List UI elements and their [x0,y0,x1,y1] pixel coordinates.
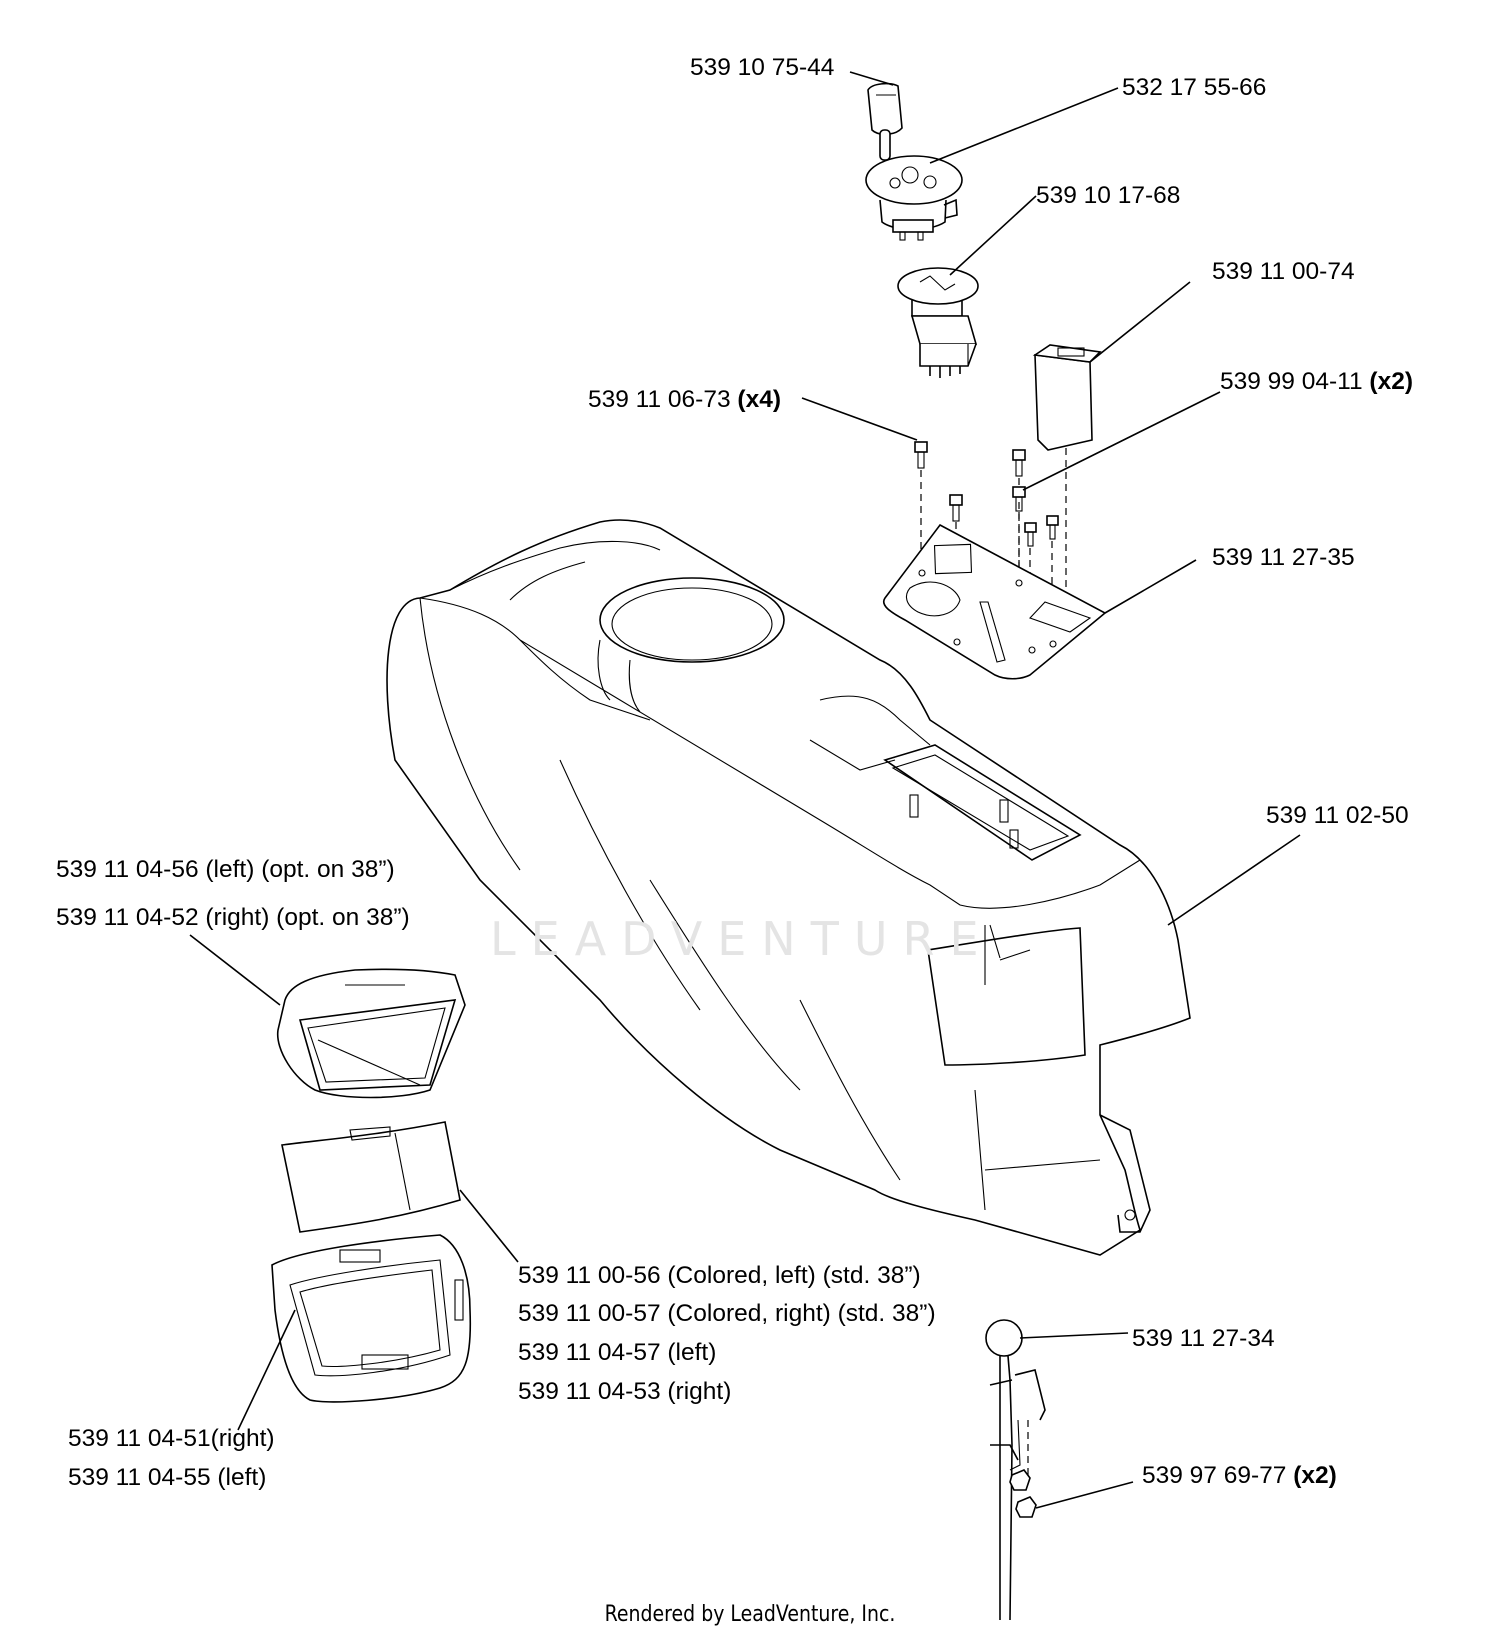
label-cupholder-left: 539 11 04-56 (left) (opt. on 38”) [56,856,395,883]
key-shape [849,71,903,161]
label-key: 539 10 75-44 [690,54,835,81]
bolts-shape [801,391,1221,648]
label-hour-meter: 539 11 00-74 [1212,258,1355,285]
label-insert-colored-right: 539 11 00-57 (Colored, right) (std. 38”) [518,1300,936,1327]
label-nut: 539 97 69-77 (x2) [1142,1462,1337,1490]
label-screw: 539 99 04-11 (x2) [1220,368,1413,396]
label-insert-right: 539 11 04-53 (right) [518,1378,732,1405]
bezel-shape [237,1234,472,1431]
label-screw-part: 539 99 04-11 [1220,368,1363,395]
hour-meter-shape [1032,281,1191,610]
footer-credit: Rendered by LeadVenture, Inc. [604,1602,896,1627]
mount-plate-shape [883,523,1197,680]
cupholder-shape [189,934,466,1099]
label-insert-left: 539 11 04-57 (left) [518,1339,717,1366]
label-screw-qty: (x2) [1369,368,1413,395]
pto-switch-shape [897,195,1037,378]
label-insert-colored-left: 539 11 00-56 (Colored, left) (std. 38”) [518,1262,921,1289]
label-nut-qty: (x2) [1293,1462,1337,1489]
label-dash-panel: 539 11 02-50 [1266,802,1409,829]
ignition-switch-shape [865,87,1119,241]
nuts-shape [1009,1469,1134,1518]
label-bolt-qty: (x4) [737,386,781,413]
label-lever: 539 11 27-34 [1132,1325,1275,1352]
label-nut-part: 539 97 69-77 [1142,1462,1287,1489]
label-mount-plate: 539 11 27-35 [1212,544,1355,571]
lever-shape [985,1319,1129,1621]
label-bolt-part: 539 11 06-73 [588,386,731,413]
watermark: LEADVENTURE [490,912,994,966]
label-bezel-right: 539 11 04-51(right) [68,1425,275,1452]
label-ignition-switch: 532 17 55-66 [1122,74,1267,101]
insert-shape [281,1121,519,1263]
label-pto-switch: 539 10 17-68 [1036,182,1181,209]
label-cupholder-right: 539 11 04-52 (right) (opt. on 38”) [56,904,410,931]
dash-panel-leader [1167,834,1301,926]
label-bolt: 539 11 06-73 (x4) [588,386,781,414]
label-bezel-left: 539 11 04-55 (left) [68,1464,267,1491]
dash-panel-shape [386,519,1191,1256]
